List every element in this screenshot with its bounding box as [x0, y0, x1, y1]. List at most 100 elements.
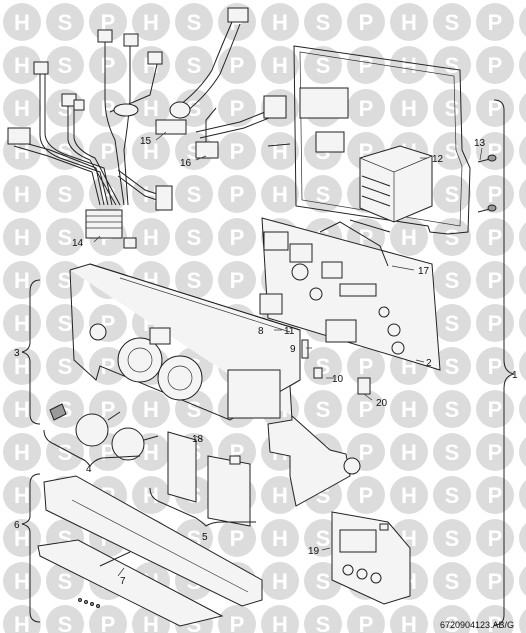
watermark-letter: P [230, 53, 245, 78]
watermark-letter: H [401, 612, 417, 633]
watermark-circle [46, 347, 84, 385]
watermark-circle [218, 519, 256, 557]
watermark-circle [46, 46, 84, 84]
watermark-circle [46, 218, 84, 256]
watermark-letter: S [187, 182, 202, 207]
watermark-letter: H [143, 397, 159, 422]
watermark-circle [433, 605, 471, 633]
callout-3: 3 [14, 348, 20, 359]
front-fascia [37, 475, 263, 627]
watermark-letter: H [272, 53, 288, 78]
control-panel-housing [69, 263, 361, 507]
watermark-circle [132, 476, 170, 514]
watermark-letter: P [101, 397, 116, 422]
callout-17: 17 [418, 266, 430, 277]
watermark-circle [519, 179, 526, 209]
callout-labels: 1 2 3 4 5 6 7 8 9 10 11 12 13 14 15 16 1… [14, 136, 518, 630]
watermark-circle [46, 605, 84, 633]
watermark-circle [3, 562, 41, 600]
watermark-letter: S [445, 526, 460, 551]
watermark-letter: H [14, 397, 30, 422]
callout-14: 14 [72, 238, 84, 249]
watermark-circle [261, 519, 299, 557]
watermark-circle [3, 605, 41, 633]
watermark-letter: P [359, 440, 374, 465]
watermark-circle [433, 218, 471, 256]
watermark-circle [3, 347, 41, 385]
watermark-letter: S [58, 440, 73, 465]
watermark-circle [89, 347, 127, 385]
watermark-letter: H [143, 182, 159, 207]
watermark-circle [519, 437, 526, 467]
reference-code: 6720904123.AB/G [440, 620, 514, 630]
watermark-letter: S [445, 96, 460, 121]
watermark-letter: H [401, 53, 417, 78]
watermark-letter: H [401, 397, 417, 422]
watermark-letter: P [230, 268, 245, 293]
window-covers [167, 431, 251, 527]
watermark-letter: H [401, 440, 417, 465]
watermark-letter: H [14, 483, 30, 508]
watermark-letter: S [316, 182, 331, 207]
watermark-letter: S [58, 569, 73, 594]
watermark-letter: S [58, 268, 73, 293]
watermark-circle [3, 304, 41, 342]
watermark-circle [3, 390, 41, 428]
watermark-circle [519, 609, 526, 633]
watermark-letter: S [445, 10, 460, 35]
watermark-letter: P [359, 397, 374, 422]
watermark-letter: H [272, 526, 288, 551]
watermark-circle [175, 46, 213, 84]
watermark-letter: H [272, 483, 288, 508]
watermark-circle [304, 175, 342, 213]
watermark-letter: P [488, 354, 503, 379]
watermark-circle [261, 476, 299, 514]
watermark-circle [132, 3, 170, 41]
watermark-letter: S [445, 53, 460, 78]
watermark-letter: H [143, 139, 159, 164]
watermark-letter: H [14, 569, 30, 594]
watermark-letter: H [14, 182, 30, 207]
watermark-circle [390, 218, 428, 256]
watermark-letter: S [445, 182, 460, 207]
watermark-circle [390, 89, 428, 127]
watermark-letter: H [14, 96, 30, 121]
watermark-letter: P [359, 354, 374, 379]
watermark-letter: P [101, 10, 116, 35]
watermark-circle [175, 261, 213, 299]
watermark-circle [519, 351, 526, 381]
knobs [49, 403, 159, 461]
watermark-circle [304, 390, 342, 428]
watermark-letter: S [316, 569, 331, 594]
watermark-letter: S [58, 182, 73, 207]
watermark-circle [89, 605, 127, 633]
watermark-circle [433, 347, 471, 385]
watermark-circle [218, 261, 256, 299]
watermark-letter: P [488, 311, 503, 336]
watermark-circle [175, 175, 213, 213]
callout-9: 9 [290, 344, 296, 355]
watermark-circle [261, 605, 299, 633]
watermark-circle [390, 433, 428, 471]
watermark-letter: H [14, 311, 30, 336]
watermark-circle [175, 218, 213, 256]
watermark-letter: P [488, 397, 503, 422]
watermark-circle [218, 605, 256, 633]
watermark-circle [433, 519, 471, 557]
watermark-circle [132, 218, 170, 256]
watermark-letter: S [445, 354, 460, 379]
sensor-lead [155, 7, 287, 159]
watermark-letter: H [143, 10, 159, 35]
watermark-letter: P [359, 10, 374, 35]
watermark-letter: S [58, 612, 73, 633]
watermark-circle [519, 93, 526, 123]
watermark-circle [89, 175, 127, 213]
watermark-circle [390, 605, 428, 633]
watermark-letter: S [445, 397, 460, 422]
watermark-circle [433, 304, 471, 342]
watermark-circle [347, 347, 385, 385]
watermark-letter: P [101, 612, 116, 633]
watermark-letter: H [401, 10, 417, 35]
watermark-letter: S [187, 268, 202, 293]
watermark-circle [175, 3, 213, 41]
